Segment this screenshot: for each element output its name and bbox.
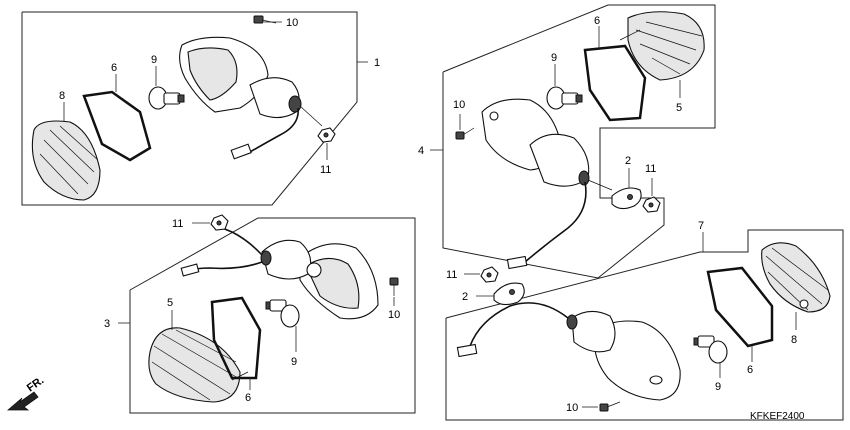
part-number-6: 6 (245, 392, 251, 404)
assembly-4-outline (442, 4, 716, 279)
assembly-7-outline (445, 229, 844, 421)
part-number-11: 11 (320, 164, 331, 176)
lens-icon (31, 120, 101, 201)
gasket-icon (82, 90, 152, 162)
lens-icon (148, 327, 249, 403)
part-number-11: 11 (172, 218, 183, 230)
housing-icon (456, 302, 681, 401)
part-number-6: 6 (111, 62, 117, 74)
part-number-11: 11 (645, 163, 656, 175)
part-number-8: 8 (791, 334, 797, 346)
lens-icon (619, 11, 705, 81)
assembly-3-outline (129, 217, 416, 414)
housing-icon (481, 98, 613, 270)
part-number-5: 5 (676, 102, 682, 114)
lens-icon (761, 242, 831, 313)
arrow-icon (6, 391, 39, 411)
part-number-10: 10 (566, 402, 578, 414)
part-number-5: 5 (167, 297, 173, 309)
assembly-4: 4 5 6 9 (418, 4, 716, 279)
part-number-6: 6 (594, 15, 600, 27)
bulb-icon (265, 299, 300, 328)
bulb-icon (693, 335, 728, 364)
assembly-1: 1 10 6 9 (21, 11, 380, 206)
part-number-2: 2 (625, 155, 631, 167)
bulb-icon (546, 86, 583, 110)
diagram-code: KFKEF2400 (750, 411, 805, 422)
assembly-3-label: 3 (104, 318, 110, 330)
washer-icon (493, 282, 525, 306)
nut-icon (642, 196, 661, 213)
part-number-8: 8 (59, 90, 65, 102)
gasket-icon (706, 266, 774, 348)
assembly-4-label: 4 (418, 145, 424, 157)
part-number-9: 9 (715, 381, 721, 393)
washer-icon (611, 187, 642, 210)
assembly-3: 3 11 10 (104, 214, 416, 414)
bulb-icon (148, 86, 185, 110)
screw-icon (253, 15, 277, 24)
screw-icon (389, 277, 399, 296)
assembly-7: 7 11 2 8 (445, 220, 844, 421)
nut-icon (480, 266, 499, 283)
front-direction-arrow: FR. (6, 374, 46, 411)
screw-icon (455, 127, 475, 140)
part-number-11: 11 (446, 269, 457, 281)
housing-icon (180, 225, 379, 320)
part-number-2: 2 (462, 291, 468, 303)
part-number-9: 9 (291, 356, 297, 368)
front-direction-label: FR. (25, 374, 46, 394)
screw-icon (599, 401, 621, 412)
assembly-1-outline (21, 11, 358, 206)
nut-icon (317, 127, 336, 143)
part-number-9: 9 (151, 54, 157, 66)
part-number-9: 9 (551, 52, 557, 64)
assembly-1-label: 1 (374, 57, 380, 69)
part-number-10: 10 (286, 17, 298, 29)
part-number-10: 10 (453, 99, 465, 111)
gasket-icon (210, 296, 262, 380)
nut-icon (210, 214, 229, 231)
part-number-10: 10 (388, 309, 400, 321)
assembly-7-label: 7 (698, 220, 704, 232)
housing-icon (179, 36, 323, 160)
part-number-6: 6 (747, 364, 753, 376)
gasket-icon (583, 44, 647, 122)
